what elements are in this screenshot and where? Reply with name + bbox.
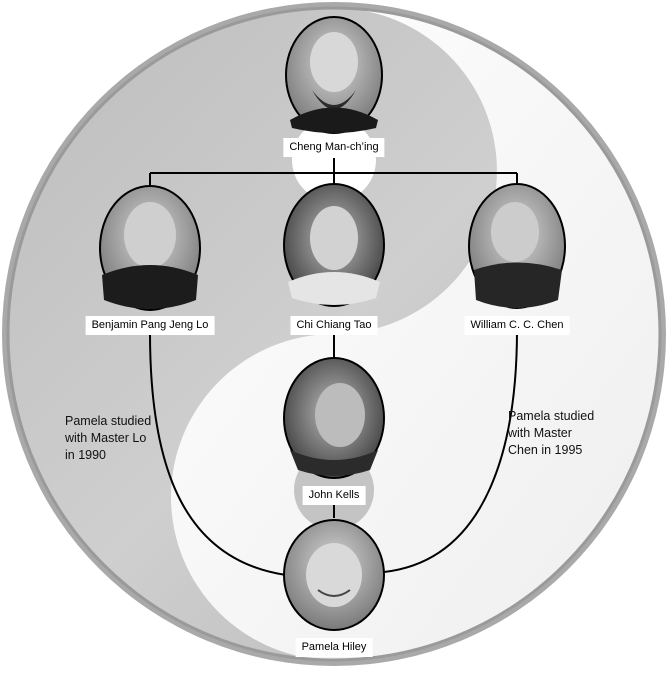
- name-label-cheng-man-ching: Cheng Man-ch’ing: [283, 138, 385, 157]
- portrait-benjamin-lo: [99, 185, 201, 311]
- portrait-pamela-hiley: [283, 519, 385, 631]
- name-label-william-chen: William C. C. Chen: [464, 316, 570, 335]
- portrait-william-chen: [468, 183, 566, 309]
- note-master-lo: Pamela studied with Master Lo in 1990: [65, 414, 152, 462]
- name-label-chi-chiang-tao: Chi Chiang Tao: [290, 316, 378, 335]
- portrait-john-kells: [283, 357, 385, 479]
- name-label-john-kells: John Kells: [302, 486, 366, 505]
- name-label-pamela-hiley: Pamela Hiley: [295, 638, 373, 657]
- yin-yang-light-half: [171, 8, 660, 660]
- portrait-cheng-man-ching: [285, 16, 383, 134]
- note-master-chen: Pamela studied with Master Chen in 1995: [508, 409, 595, 457]
- portrait-chi-chiang-tao: [283, 183, 385, 307]
- name-label-benjamin-lo: Benjamin Pang Jeng Lo: [85, 316, 215, 335]
